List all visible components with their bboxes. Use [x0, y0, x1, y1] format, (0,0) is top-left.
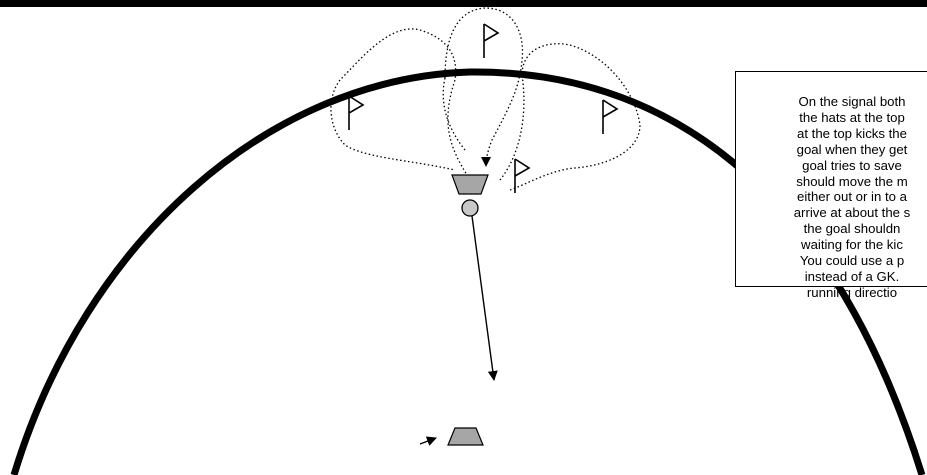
flag-icon: [483, 23, 500, 58]
dotted-run-path-right: [499, 43, 641, 191]
instructions-box: On the signal both the hats at the top a…: [735, 71, 927, 300]
flag-icon: [602, 99, 619, 134]
instruction-line: running directio: [806, 284, 898, 300]
keeper-move-arrow: [419, 436, 437, 446]
kick-arrow: [471, 215, 498, 381]
instruction-line: You could use a p: [799, 253, 905, 269]
instruction-line: the hats at the top: [799, 109, 905, 125]
instruction-line: the goal shouldn: [803, 221, 901, 237]
cone-marker-icon: [447, 427, 484, 446]
instruction-line: goal tries to save: [802, 157, 902, 173]
dotted-run-path-left: [330, 28, 471, 181]
instruction-line: On the signal both: [798, 94, 906, 109]
instruction-line: goal when they get: [796, 141, 908, 157]
ball-icon: [461, 199, 479, 217]
instruction-line: instead of a GK.: [804, 268, 900, 284]
instruction-line: either out or in to a: [797, 189, 907, 205]
flag-icon: [514, 158, 531, 193]
instructions-text: On the signal both the hats at the top a…: [736, 94, 927, 301]
top-border-bar: [0, 0, 927, 7]
instruction-line: should move the m: [796, 173, 908, 189]
flag-icon: [348, 95, 365, 130]
instruction-line: waiting for the kic: [801, 237, 903, 253]
instruction-line: arrive at about the s: [793, 205, 911, 221]
dotted-run-path-left-inner: [442, 77, 466, 151]
instruction-line: at the top kicks the: [797, 125, 907, 141]
cone-marker-icon: [451, 174, 489, 195]
